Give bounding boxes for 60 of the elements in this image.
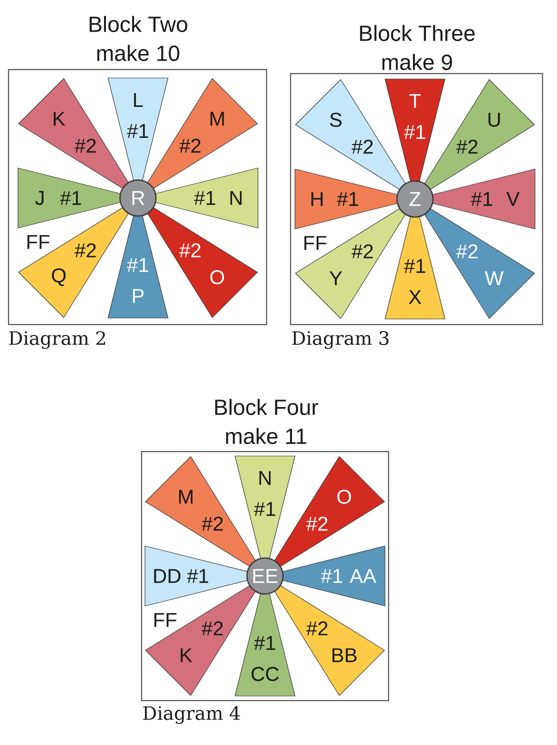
piece-letter: N bbox=[259, 471, 271, 485]
piece-letter: CC bbox=[252, 666, 279, 682]
piece-letter: S bbox=[330, 112, 342, 127]
block-title: Block Three bbox=[360, 24, 475, 42]
piece-number: #2 bbox=[74, 243, 96, 258]
piece-number: #1 bbox=[254, 502, 276, 516]
piece-letter: M bbox=[179, 490, 192, 504]
diagram-caption: Diagram 4 bbox=[143, 706, 240, 724]
piece-letter: BB bbox=[332, 648, 356, 662]
piece-letter: P bbox=[132, 289, 144, 303]
piece-letter: N bbox=[230, 191, 242, 205]
piece-number: #1 bbox=[470, 192, 492, 206]
diagram-caption: Diagram 2 bbox=[9, 331, 106, 349]
piece-number: #2 bbox=[306, 621, 328, 636]
piece-letter: J bbox=[35, 191, 44, 205]
piece-letter: U bbox=[488, 112, 500, 127]
piece-number: #2 bbox=[179, 138, 200, 153]
piece-letter: O bbox=[337, 490, 352, 504]
piece-number: #1 bbox=[254, 636, 276, 650]
piece-letter: X bbox=[408, 290, 422, 304]
piece-letter: K bbox=[180, 648, 192, 662]
piece-number: #1 bbox=[320, 569, 342, 583]
piece-number: #1 bbox=[186, 569, 208, 583]
piece-number: #1 bbox=[60, 191, 82, 205]
piece-number: #2 bbox=[306, 516, 328, 531]
piece-number: #2 bbox=[456, 244, 478, 258]
piece-letter: K bbox=[54, 112, 66, 126]
piece-letter: DD bbox=[154, 569, 180, 583]
piece-number: #2 bbox=[352, 244, 373, 258]
piece-letter: W bbox=[484, 271, 504, 286]
piece-letter: Y bbox=[330, 271, 342, 286]
piece-number: #1 bbox=[194, 191, 216, 205]
block-title: Block Four bbox=[215, 398, 318, 416]
piece-letter: V bbox=[506, 192, 520, 206]
piece-letter: M bbox=[210, 112, 224, 126]
piece-number: #2 bbox=[74, 138, 96, 153]
piece-letter: L bbox=[134, 93, 143, 107]
piece-letter: FF bbox=[27, 235, 50, 249]
piece-letter: T bbox=[409, 94, 421, 108]
piece-number: #2 bbox=[202, 621, 223, 636]
block-title: make 11 bbox=[226, 428, 306, 444]
piece-letter: H bbox=[311, 192, 323, 206]
piece-number: #2 bbox=[202, 516, 223, 531]
piece-number: #1 bbox=[126, 124, 148, 138]
piece-number: #1 bbox=[404, 259, 426, 273]
block-title: make 10 bbox=[97, 44, 180, 62]
piece-letter: FF bbox=[304, 236, 326, 250]
diagram-caption: Diagram 3 bbox=[292, 331, 388, 349]
piece-number: #1 bbox=[126, 258, 148, 272]
piece-number: #2 bbox=[352, 140, 373, 154]
piece-number: #1 bbox=[336, 192, 358, 206]
block-title: Block Two bbox=[90, 16, 188, 32]
piece-letter: O bbox=[210, 270, 224, 284]
piece-letter: AA bbox=[350, 569, 376, 583]
piece-number: #2 bbox=[456, 140, 478, 154]
block-title: make 9 bbox=[382, 54, 452, 70]
piece-letter: FF bbox=[154, 613, 176, 627]
piece-number: #2 bbox=[179, 243, 200, 258]
piece-letter: Q bbox=[52, 268, 66, 286]
piece-number: #1 bbox=[404, 125, 426, 139]
